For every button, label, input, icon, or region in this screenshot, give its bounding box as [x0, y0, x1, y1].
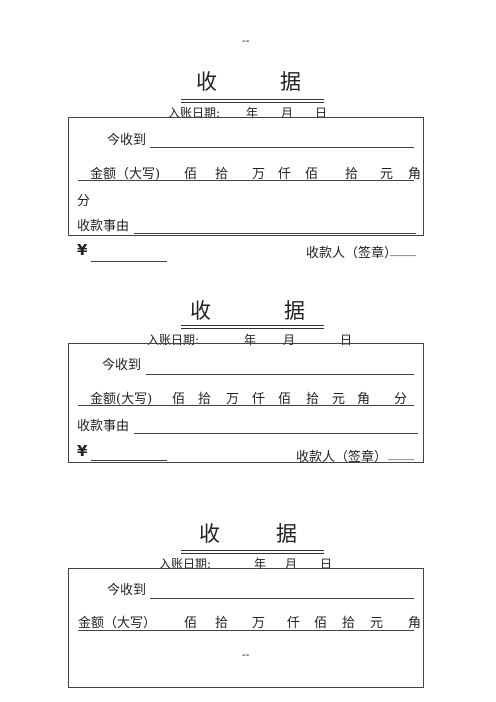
- unit-label: 拾: [198, 392, 212, 407]
- unit-label: 佰: [184, 616, 198, 631]
- unit-label: 仟: [252, 392, 266, 407]
- date-year: 年: [246, 106, 259, 120]
- unit-label: 角: [408, 167, 422, 182]
- received-from-field[interactable]: [150, 598, 414, 599]
- received-from-label: 今收到: [107, 133, 147, 148]
- unit-label: 佰: [172, 392, 186, 407]
- amount-field[interactable]: [78, 630, 414, 631]
- title-underline: [181, 325, 324, 329]
- payee-signature-blank[interactable]: ____: [388, 446, 414, 461]
- date-day: 日: [315, 106, 328, 120]
- unit-label: 拾: [345, 167, 359, 182]
- date-month: 月: [281, 106, 294, 120]
- date-year: 年: [254, 557, 267, 571]
- amount-label: 金额（大写）: [78, 616, 157, 631]
- page-marker-bottom: --: [242, 648, 250, 661]
- receipt-title-left: 收: [190, 299, 211, 323]
- received-from-label: 今收到: [102, 358, 142, 373]
- unit-label: 分: [394, 392, 408, 407]
- reason-field[interactable]: [134, 233, 416, 234]
- title-underline: [181, 550, 324, 554]
- amount-label: 金额（大写): [90, 167, 161, 182]
- reason-label: 收款事由: [77, 219, 130, 234]
- unit-label: 元: [370, 616, 384, 631]
- amount-field[interactable]: [78, 405, 414, 406]
- unit-label: 拾: [306, 392, 320, 407]
- date-label: 入账日期:: [159, 557, 212, 571]
- amount-field[interactable]: [78, 180, 414, 181]
- amount-figure-field[interactable]: [91, 261, 167, 262]
- date-label: 入账日期:: [168, 106, 221, 120]
- yen-symbol: ¥: [77, 241, 88, 259]
- unit-label: 佰: [278, 392, 292, 407]
- amount-figure-field[interactable]: [91, 460, 167, 461]
- receipt-box: [68, 343, 424, 463]
- unit-label: 万: [252, 616, 266, 631]
- unit-label: 拾: [215, 167, 229, 182]
- receipt-title-right: 据: [280, 70, 301, 94]
- date-day: 日: [320, 557, 333, 571]
- unit-label: 角: [408, 616, 422, 631]
- unit-label: 拾: [342, 616, 356, 631]
- receipt-box: [68, 568, 424, 688]
- receipt-title-left: 收: [196, 70, 217, 94]
- reason-field[interactable]: [134, 433, 418, 434]
- amount-label: 金额(大写): [90, 392, 153, 407]
- yen-symbol: ¥: [77, 442, 88, 460]
- receipt-title-right: 据: [284, 299, 305, 323]
- date-month: 月: [285, 557, 298, 571]
- unit-label: 拾: [215, 616, 229, 631]
- receipt-box: [68, 117, 424, 236]
- unit-label: 佰: [314, 616, 328, 631]
- unit-label: 分: [77, 194, 91, 209]
- unit-label: 角: [357, 392, 371, 407]
- title-underline: [181, 99, 324, 103]
- receipt-title-left: 收: [199, 522, 220, 546]
- receipt-title-right: 据: [276, 522, 297, 546]
- received-from-label: 今收到: [107, 583, 147, 598]
- reason-label: 收款事由: [77, 419, 130, 434]
- payee-label: 收款人（签章）: [296, 450, 388, 465]
- unit-label: 佰: [184, 167, 198, 182]
- unit-label: 仟: [278, 167, 292, 182]
- unit-label: 万: [226, 392, 240, 407]
- unit-label: 元: [332, 392, 346, 407]
- received-from-field[interactable]: [146, 374, 414, 375]
- page-marker-top: --: [242, 34, 250, 47]
- received-from-field[interactable]: [150, 147, 414, 148]
- unit-label: 仟: [287, 616, 301, 631]
- unit-label: 元: [380, 167, 394, 182]
- payee-label: 收款人（签章）: [306, 246, 398, 261]
- unit-label: 佰: [305, 167, 319, 182]
- unit-label: 万: [252, 167, 266, 182]
- payee-signature-blank[interactable]: ____: [390, 242, 416, 257]
